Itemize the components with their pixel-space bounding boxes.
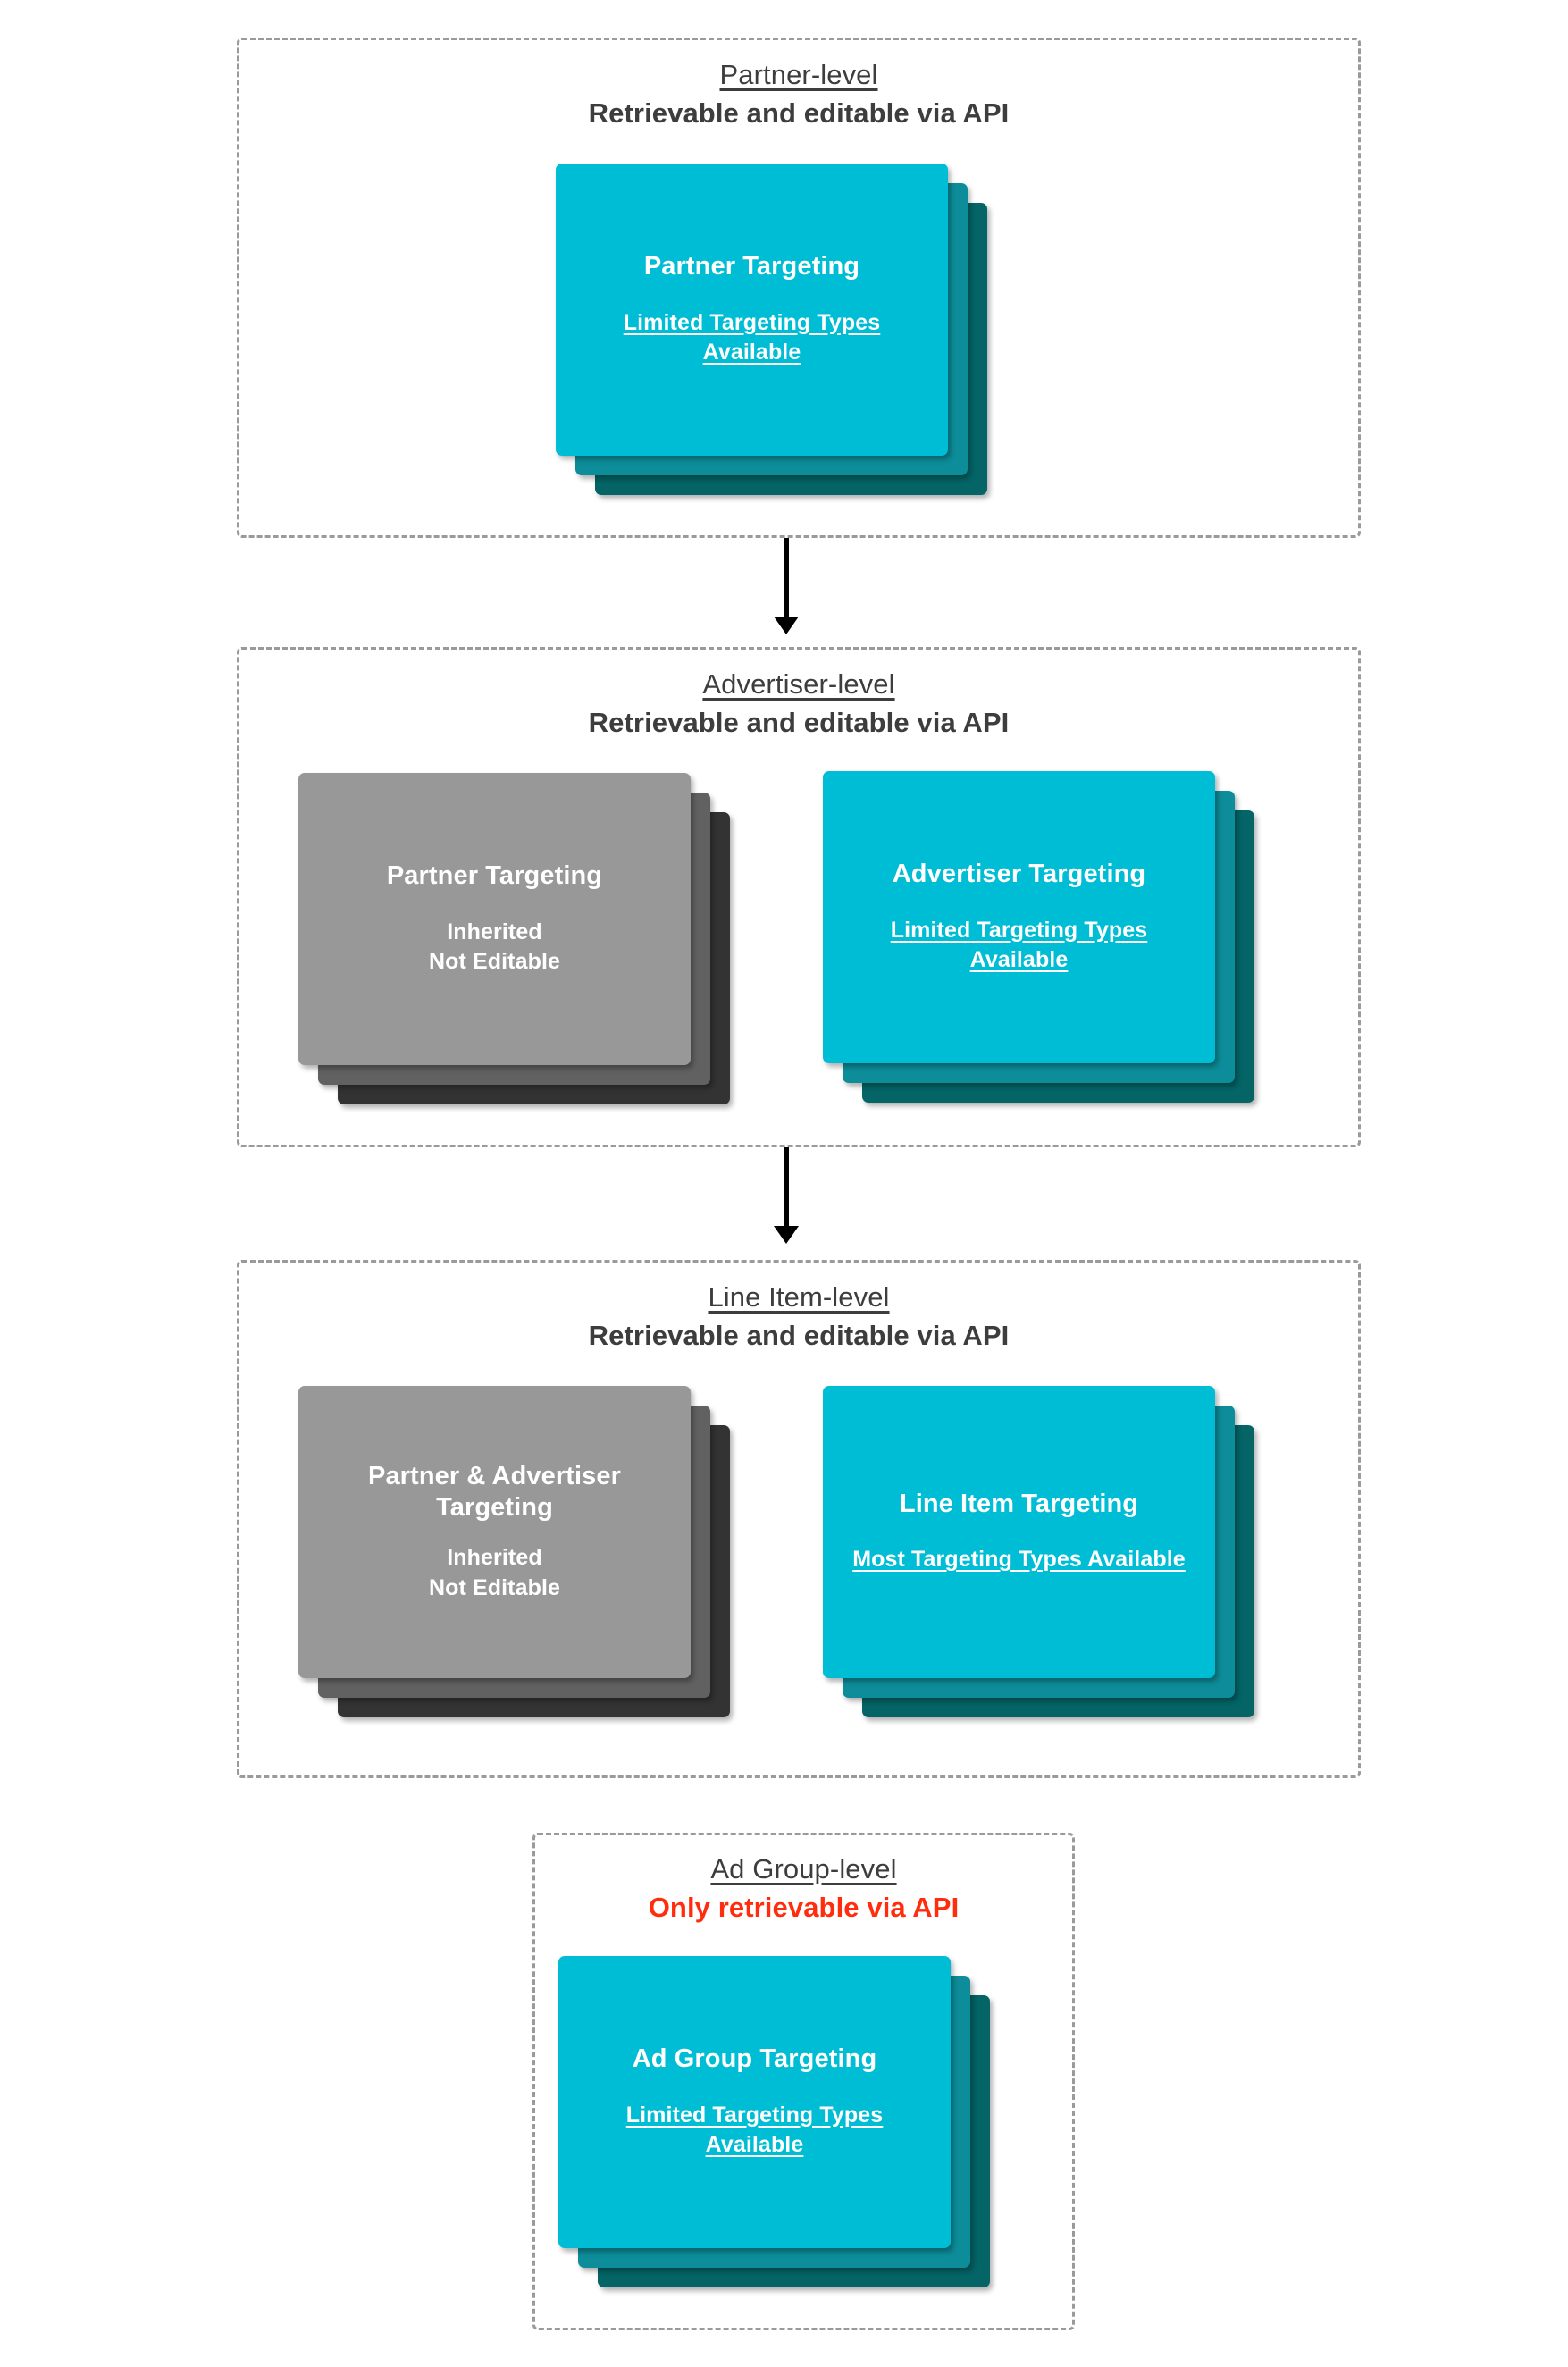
- connector-shaft: [784, 1147, 789, 1228]
- level-name-partner: Partner-level: [719, 59, 878, 90]
- level-api-note-line-item: Retrievable and editable via API: [588, 1319, 1010, 1351]
- card-title: Partner & Advertiser Targeting: [368, 1461, 621, 1522]
- connector-arrowhead: [774, 1226, 799, 1244]
- card-subtitle: Inherited Not Editable: [428, 1545, 561, 1600]
- card-layer-front: Line Item Targeting Most Targeting Types…: [823, 1386, 1215, 1678]
- card-title: Partner Targeting: [386, 861, 603, 891]
- card-subtitle: Limited Targeting Types Available: [890, 917, 1148, 973]
- card-title: Ad Group Targeting: [632, 2044, 877, 2074]
- level-heading-line-item: Line Item-level Retrievable and editable…: [239, 1280, 1358, 1353]
- level-box-advertiser: Advertiser-level Retrievable and editabl…: [237, 647, 1361, 1147]
- level-name-line-item: Line Item-level: [708, 1281, 890, 1313]
- card-layer-front: Partner & Advertiser Targeting Inherited…: [298, 1386, 691, 1678]
- card-subtitle: Most Targeting Types Available: [852, 1547, 1186, 1573]
- card-line-item-targeting[interactable]: Line Item Targeting Most Targeting Types…: [823, 1386, 1254, 1717]
- level-box-ad-group: Ad Group-level Only retrievable via API …: [532, 1833, 1075, 2330]
- level-api-note-advertiser: Retrievable and editable via API: [588, 706, 1010, 738]
- connector-advertiser-to-line-item: [774, 1147, 799, 1244]
- card-layer-front: Partner Targeting Limited Targeting Type…: [556, 164, 948, 456]
- level-heading-ad-group: Ad Group-level Only retrievable via API: [535, 1852, 1072, 1925]
- level-api-note-ad-group: Only retrievable via API: [648, 1891, 960, 1923]
- card-ad-group-targeting[interactable]: Ad Group Targeting Limited Targeting Typ…: [558, 1956, 990, 2287]
- level-box-line-item: Line Item-level Retrievable and editable…: [237, 1260, 1361, 1778]
- card-title: Partner Targeting: [643, 252, 860, 281]
- card-partner-targeting[interactable]: Partner Targeting Limited Targeting Type…: [556, 164, 987, 495]
- card-title: Line Item Targeting: [899, 1490, 1139, 1519]
- card-subtitle: Limited Targeting Types Available: [625, 2102, 884, 2158]
- card-inherited-partner-advertiser-targeting[interactable]: Partner & Advertiser Targeting Inherited…: [298, 1386, 730, 1717]
- connector-arrowhead: [774, 617, 799, 634]
- connector-shaft: [784, 538, 789, 618]
- card-subtitle: Inherited Not Editable: [428, 919, 561, 975]
- card-subtitle: Limited Targeting Types Available: [623, 309, 881, 365]
- card-layer-front: Advertiser Targeting Limited Targeting T…: [823, 771, 1215, 1063]
- level-name-advertiser: Advertiser-level: [702, 668, 895, 700]
- card-advertiser-targeting[interactable]: Advertiser Targeting Limited Targeting T…: [823, 771, 1254, 1103]
- level-api-note-partner: Retrievable and editable via API: [588, 97, 1010, 129]
- level-name-ad-group: Ad Group-level: [710, 1853, 897, 1884]
- level-box-partner: Partner-level Retrievable and editable v…: [237, 38, 1361, 538]
- card-title: Advertiser Targeting: [892, 860, 1146, 889]
- level-heading-partner: Partner-level Retrievable and editable v…: [239, 58, 1358, 130]
- card-layer-front: Partner Targeting Inherited Not Editable: [298, 773, 691, 1065]
- card-layer-front: Ad Group Targeting Limited Targeting Typ…: [558, 1956, 951, 2248]
- connector-partner-to-advertiser: [774, 538, 799, 634]
- level-heading-advertiser: Advertiser-level Retrievable and editabl…: [239, 667, 1358, 740]
- card-inherited-partner-targeting[interactable]: Partner Targeting Inherited Not Editable: [298, 773, 730, 1104]
